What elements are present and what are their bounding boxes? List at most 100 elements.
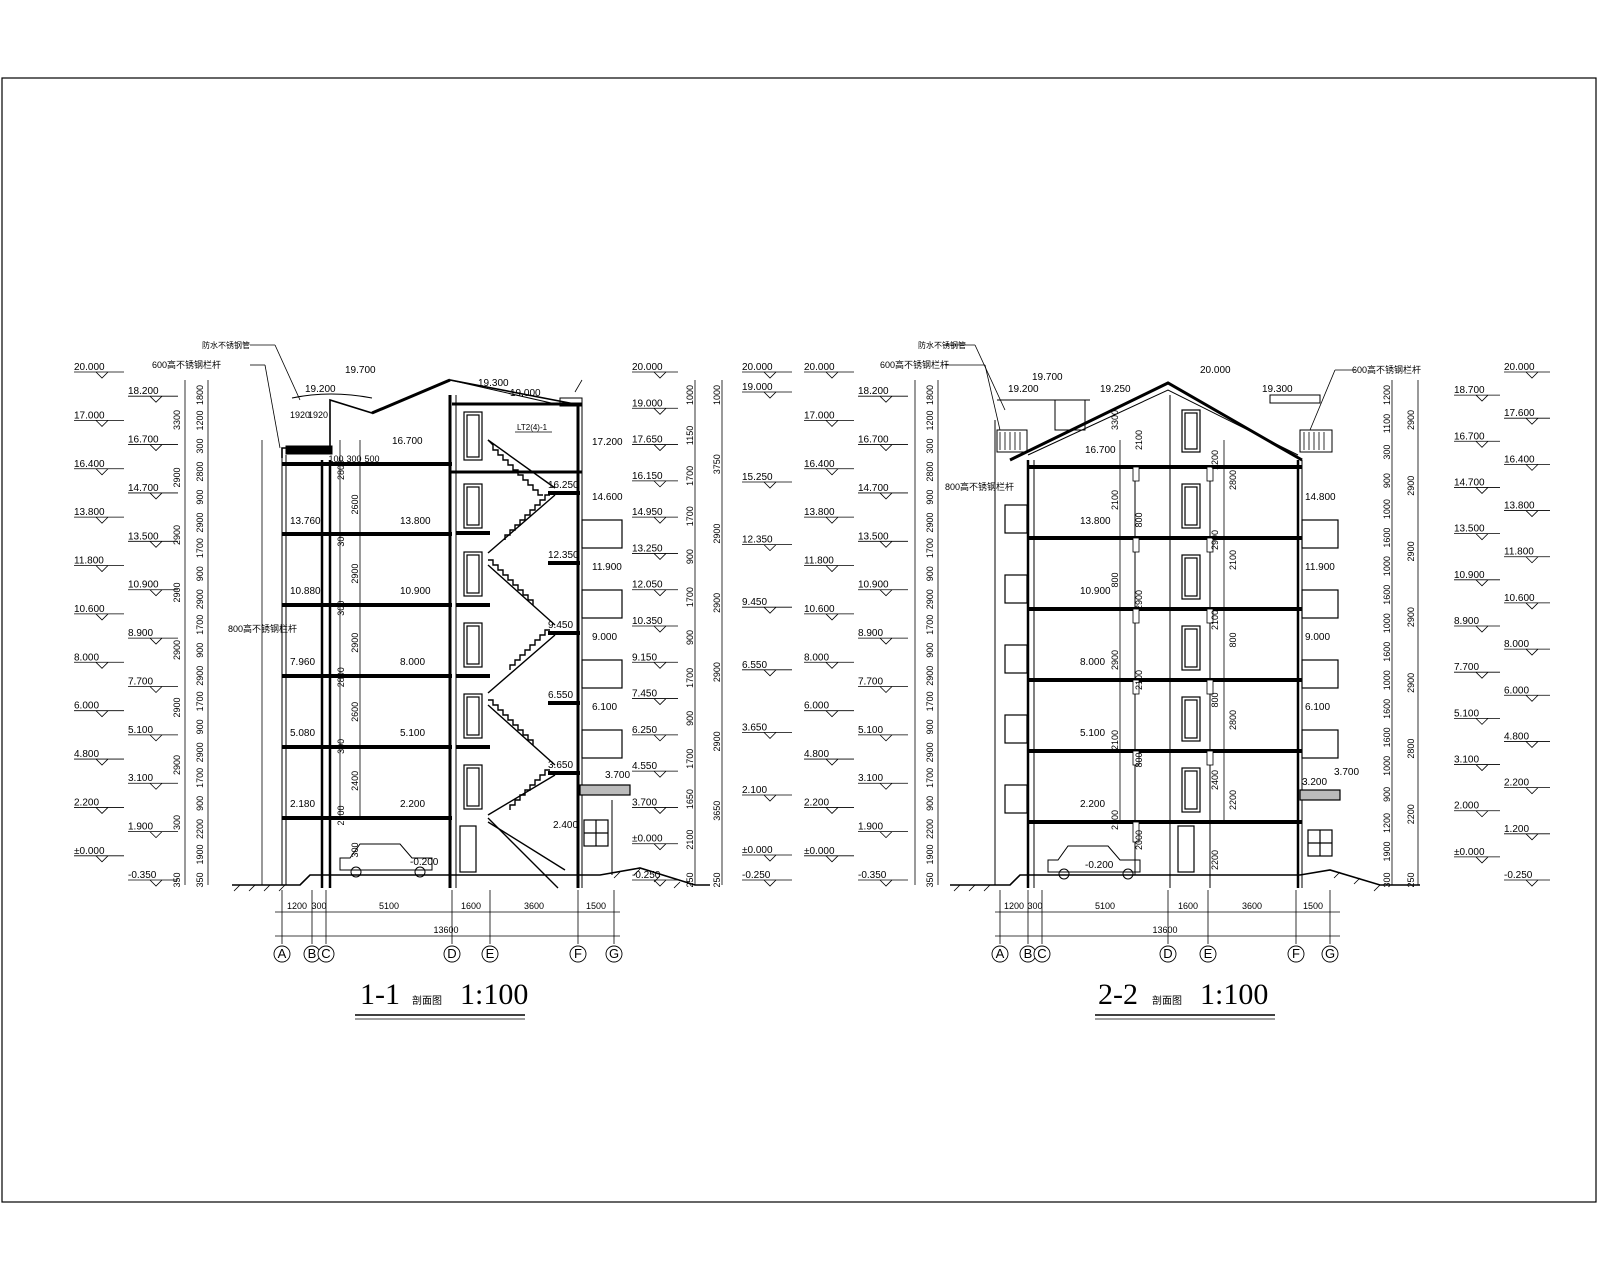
dim-inner: 2800 (336, 460, 346, 480)
level-value: 13.250 (632, 543, 663, 554)
dim-right-b: 2900 (712, 524, 722, 544)
dim-left-a: 900 (925, 490, 935, 505)
left-level-marks: 20.00018.20017.00016.70016.40014.70013.8… (74, 362, 178, 887)
dim-right-b: 2900 (712, 662, 722, 682)
dim-left-a: 2200 (195, 819, 205, 839)
level-mark-left: 10.900 (858, 580, 908, 597)
interior-level: 10.900 (400, 586, 431, 597)
level-value: 8.000 (74, 652, 99, 663)
dim-right-a: 1150 (685, 426, 695, 445)
dim-right-a: 1700 (685, 506, 695, 526)
interior-level: 8.000 (400, 657, 425, 668)
dim-left-b: 2900 (172, 697, 182, 717)
dim-right-a: 1900 (1382, 841, 1392, 861)
level-mark-left: 17.000 (74, 410, 124, 427)
level-value: 13.800 (804, 507, 835, 518)
level-value: 20.000 (1504, 362, 1535, 373)
level-mark-left: 13.800 (804, 507, 854, 524)
interior-level: 10.880 (290, 586, 321, 597)
level-mark-left: 17.000 (804, 410, 854, 427)
floor-slabs (282, 402, 582, 820)
level-mark-right: 13.250 (632, 543, 678, 560)
level-value: 16.700 (858, 435, 889, 446)
dim-inner: 2100 (1134, 670, 1144, 690)
dim-right-b: 250 (712, 872, 722, 887)
interior-level: 13.760 (290, 516, 321, 527)
leaders (250, 344, 583, 449)
level-mark-left: 10.600 (74, 604, 124, 621)
level-mark-left: 7.700 (128, 676, 178, 694)
outer-right-level-marks: 15.25012.3509.4506.5503.6502.10020.00019… (742, 362, 792, 887)
dim-left-a: 2900 (925, 513, 935, 533)
section-title-main: 1-1 (360, 978, 400, 1011)
interior-level: 14.800 (1305, 492, 1336, 503)
dim-inner: 300 (336, 739, 346, 754)
level-mark-right: 10.600 (1504, 593, 1550, 610)
interior-level: 11.900 (592, 562, 622, 573)
dim-right-a: 1000 (1382, 499, 1392, 519)
level-value: 12.050 (632, 580, 663, 591)
level-value: 6.250 (632, 725, 657, 736)
dim-right-b: 2900 (712, 593, 722, 613)
dim-inner: 2100 (1210, 610, 1220, 630)
level-value: 6.000 (74, 701, 99, 712)
dim-left-b: 2900 (172, 525, 182, 545)
level-mark-outer: 19.000 (742, 382, 792, 399)
level-value: 13.800 (1504, 501, 1535, 512)
dim-left-a: 900 (195, 796, 205, 811)
level-value: 17.000 (74, 410, 105, 421)
dim-right-a: 1000 (1382, 556, 1392, 576)
level-value: 17.000 (804, 410, 835, 421)
level-mark-right: 19.000 (632, 398, 678, 415)
level-mark-left: 16.400 (74, 459, 124, 476)
dim-bottom: 300 (311, 901, 326, 911)
level-mark-right: 16.700 (1454, 431, 1500, 448)
level-mark-right: 11.800 (1504, 547, 1550, 564)
interior-level: 2.200 (1080, 799, 1105, 810)
level-value: 2.200 (1504, 778, 1529, 789)
level-value: 18.200 (128, 386, 159, 397)
dim-roof: 1920 (308, 410, 328, 420)
dim-inner: 2400 (350, 771, 360, 791)
level-value: 8.900 (1454, 616, 1479, 627)
interior-level: 13.800 (400, 516, 431, 527)
level-mark-right: 16.150 (632, 471, 678, 488)
dim-left-a: 2900 (195, 742, 205, 762)
level-value: 14.950 (632, 507, 663, 518)
dim-left-a: 900 (925, 566, 935, 581)
level-mark-left: 3.100 (858, 773, 908, 790)
level-value: 6.000 (1504, 685, 1529, 696)
level-value: 2.200 (74, 797, 99, 808)
dim-left-a: 1700 (925, 768, 935, 788)
level-mark-left: 8.900 (128, 628, 178, 645)
level-value: 13.500 (128, 531, 159, 542)
axis-label: C (321, 946, 330, 961)
axis-bubble-d: D (443, 945, 461, 963)
level-value: 4.550 (632, 761, 657, 772)
dim-right-b: 2900 (1406, 410, 1416, 430)
level-mark-left: 8.000 (74, 652, 124, 669)
interior-level: 11.900 (1305, 562, 1335, 573)
dim-right-a: 1100 (1382, 414, 1392, 433)
level-mark-left: ±0.000 (804, 846, 854, 863)
ground-hatch (233, 868, 681, 892)
level-value: 3.700 (632, 797, 657, 808)
level-mark-right: ±0.000 (1454, 847, 1500, 864)
level-mark-right: 3.700 (632, 797, 678, 814)
dim-inner: 800 (1228, 632, 1238, 647)
dim-column-lines (914, 380, 1419, 885)
rail-note-2: 800高不锈钢栏杆 (228, 623, 297, 634)
dim-bottom: 300 (1027, 901, 1042, 911)
dim-left-a: 900 (925, 643, 935, 658)
dim-right-b: 2900 (712, 731, 722, 751)
dim-roof: 1920 (290, 410, 310, 420)
interior-level: 19.300 (1262, 384, 1293, 395)
level-value: 17.600 (1504, 408, 1535, 419)
level-mark-left: 6.000 (74, 701, 124, 718)
level-value: 16.400 (804, 459, 835, 470)
level-mark-left: 20.000 (804, 362, 854, 379)
dim-left-a: 900 (925, 719, 935, 734)
axis-bubble-d: D (1159, 945, 1177, 963)
level-mark-left: 16.700 (858, 435, 908, 452)
level-value: 10.600 (804, 604, 835, 615)
